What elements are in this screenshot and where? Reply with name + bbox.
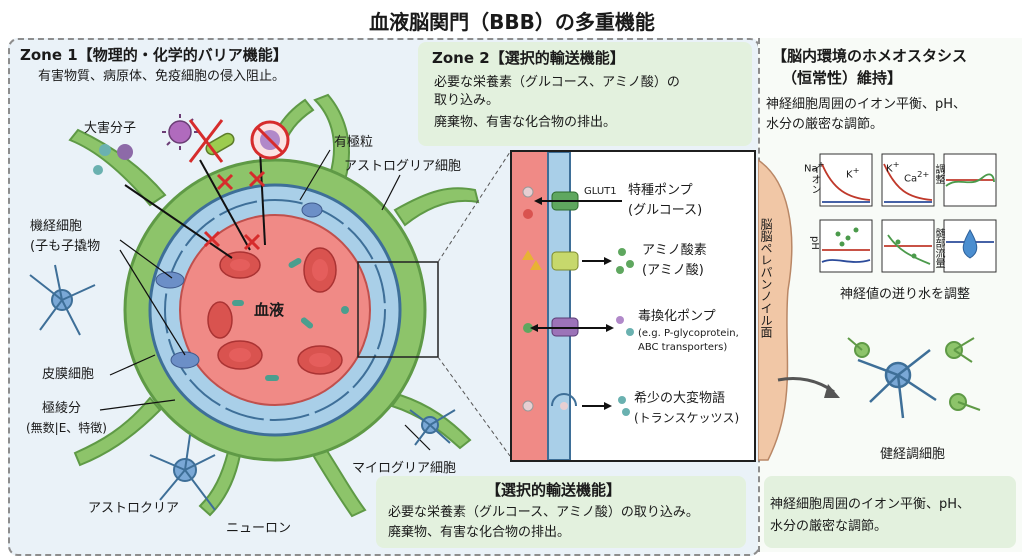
label-pericyte-line2: (子も子撬物 [30,239,101,254]
transporter-amino [522,248,634,274]
zone3-illustration [758,153,997,461]
zone3-desc-line1: 神経細胞周囲のイオン平衡、pH、 [766,97,967,112]
neuron-caption: 健経調細胞 [880,447,946,462]
transporter-3-sub: (トランスケッツス) [634,411,740,425]
graph-0-label-a: Na+ [804,159,825,175]
astrocyte-processes [68,93,480,518]
zone2-line2: 取り込み。 [434,93,500,108]
brain-surface-label: 脳脳ペレパンノイル面 [759,218,773,338]
microglia-cell [409,409,456,446]
zone2-line3: 廃棄物、有害な化合物の排出。 [434,115,617,130]
water-drop-icon [962,228,978,259]
transporter-2-sub2: ABC transporters) [638,342,728,353]
graph-2-ylabel: 調整 [933,164,944,184]
label-tight-junction-line1: 極綾分 [42,401,82,416]
zone3-bottom-line2: 水分の厳密な調節。 [770,519,888,534]
transporter-1-main: アミノ酸素 [642,243,707,258]
glut1-tag: GLUT1 [584,186,617,197]
neuron-cell-bottom [149,434,216,511]
virus-icon [162,114,198,150]
zone1-heading: Zone 1【物理的・化学的バリア機能】 [20,46,288,64]
label-leaders [99,149,431,451]
plasma-particles [232,258,349,381]
transporter-2-sub: (e.g. P-glycoprotein, [638,328,739,339]
zone2-heading: Zone 2【選択的輸送機能】 [432,49,625,67]
zone2-bottom-line2: 廃棄物、有害な化合物の排出。 [388,525,571,540]
membrane-illustration [512,152,634,460]
transporter-glut1 [522,186,622,219]
graph-3-ylabel: pH [809,236,820,250]
zone2-line1: 必要な栄養素（グルコース、アミノ酸）の [434,75,680,90]
pericytes [155,202,323,369]
label-astrocyte-bottom: アストロクリア [88,501,180,516]
zone2-panel [418,42,752,146]
blocked-arrows [124,149,266,259]
graph-1-label-b: Ca2+ [904,169,930,185]
graph-5-ylabel: 髄部流量 [933,228,944,268]
zone2-bottom-line1: 必要な栄養素（グルコース、アミノ酸）の取り込み。 [388,505,699,520]
zone3-bottom-line1: 神経細胞周囲のイオン平衡、pH、 [770,497,971,512]
label-microglia: マイログリア細胞 [352,461,457,476]
zone3-bottom-box [764,476,1016,548]
zone3-panel [758,38,1022,552]
graph-0-label-b: K+ [846,165,860,181]
zoom-box [357,261,439,358]
zone2-bottom-box [376,476,746,548]
page-title: 血液脳関門（BBB）の多重機能 [369,10,655,34]
transporter-0-main: 特種ポンプ [628,183,693,198]
label-endothelial: 皮膜細胞 [42,367,95,382]
label-astroglia: アストログリア細胞 [344,159,462,174]
zone3-heading-line1: 【脳内環境のホメオスタシス [772,47,968,65]
transporter-efflux [523,316,634,337]
label-pericyte-line1: 機経細胞 [30,219,83,234]
prohibited-immune-cell-icon [250,120,290,160]
block-x-marks [203,170,266,251]
graph-dots [835,227,917,259]
label-neuron: ニューロン [226,521,292,536]
transporter-2-main: 毒換化ポンプ [638,309,716,324]
astrocyte-cell-left [29,264,96,336]
transporter-transcytosis [522,393,630,416]
label-harmful-molecules: 大害分子 [84,121,137,136]
graph-0-ylabel: イオン [809,164,820,194]
label-tight-junction-line2: (無数|E、特徴) [26,421,107,435]
bacterium-icon [188,119,235,163]
graph-caption: 神経値の迸り水を調整 [840,287,971,302]
zone2-bottom-heading: 【選択的輸送機能】 [486,481,622,499]
harmful-molecules [93,144,133,175]
zone3-heading-line2: （恒常性）維持】 [782,69,903,87]
label-granule: 有極粒 [334,135,374,150]
transporter-0-sub: (グルコース) [628,203,703,218]
transporter-1-sub: (アミノ酸) [642,263,704,278]
neuron-cluster [857,349,937,419]
zone1-description: 有害物質、病原体、免疫細胞の侵入阻止。 [38,69,286,84]
transport-panel: GLUT1 特種ポンプ (グルコース) アミノ酸素 (アミノ酸) 毒換化ポンプ … [510,150,756,462]
graph-1-label-a: K+ [886,159,900,175]
zone3-desc-line2: 水分の厳密な調節。 [766,117,884,132]
label-blood: 血液 [254,301,285,319]
brain-surface [758,159,793,461]
transporter-3-main: 希少の大変物語 [634,391,726,406]
graph-lines [821,163,995,265]
